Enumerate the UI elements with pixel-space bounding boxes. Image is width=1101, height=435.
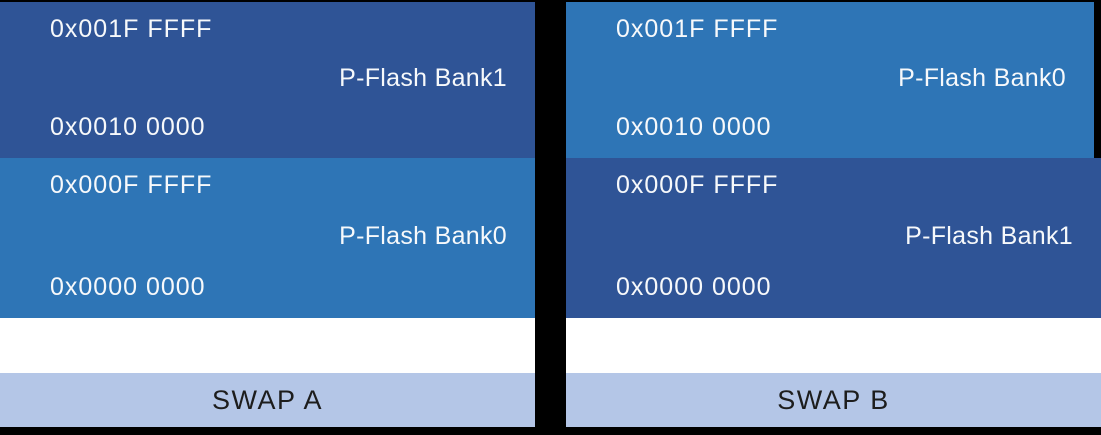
- address-lower-bound: 0x0000 0000: [616, 273, 772, 301]
- address-upper-bound: 0x001F FFFF: [616, 15, 779, 43]
- address-upper-bound: 0x000F FFFF: [616, 171, 779, 199]
- panel-swap-b: 0x001F FFFF P-Flash Bank0 0x0010 0000 0x…: [566, 2, 1101, 427]
- panel-swap-a: 0x001F FFFF P-Flash Bank1 0x0010 0000 0x…: [0, 2, 535, 427]
- address-upper-bound: 0x001F FFFF: [50, 15, 213, 43]
- swap-a-bar: SWAP A: [0, 373, 535, 427]
- spacer: [566, 318, 1101, 373]
- flash-bank1-block-swap-b: 0x000F FFFF P-Flash Bank1 0x0000 0000: [566, 158, 1101, 318]
- swap-b-label: SWAP B: [777, 384, 890, 415]
- swap-b-bar: SWAP B: [566, 373, 1101, 427]
- bank-label: P-Flash Bank1: [339, 64, 507, 92]
- address-upper-bound: 0x000F FFFF: [50, 171, 213, 199]
- bank-label: P-Flash Bank0: [898, 64, 1066, 92]
- bank-label: P-Flash Bank0: [339, 222, 507, 250]
- flash-bank1-block-swap-a: 0x001F FFFF P-Flash Bank1 0x0010 0000: [0, 2, 535, 158]
- address-lower-bound: 0x0010 0000: [616, 113, 772, 141]
- spacer: [0, 318, 535, 373]
- address-lower-bound: 0x0010 0000: [50, 113, 206, 141]
- swap-a-label: SWAP A: [211, 384, 324, 415]
- address-lower-bound: 0x0000 0000: [50, 273, 206, 301]
- flash-bank0-block-swap-a: 0x000F FFFF P-Flash Bank0 0x0000 0000: [0, 158, 535, 318]
- flash-bank0-block-swap-b: 0x001F FFFF P-Flash Bank0 0x0010 0000: [566, 2, 1094, 158]
- bank-label: P-Flash Bank1: [905, 222, 1073, 250]
